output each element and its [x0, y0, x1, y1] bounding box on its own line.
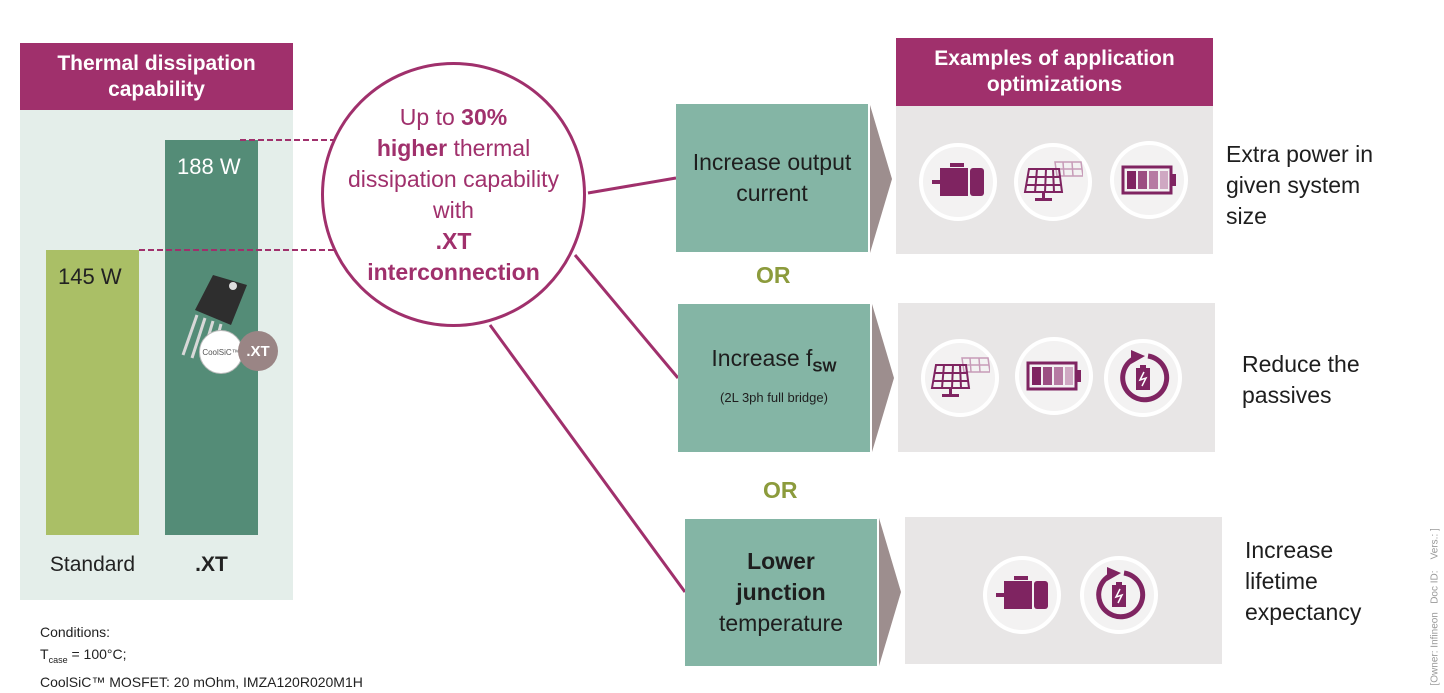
- circle-text-mid: thermal dissipation capability with: [348, 134, 559, 223]
- result-increase-lifetime: Increase lifetime expectancy: [1245, 537, 1362, 625]
- arrow-icon: [879, 518, 901, 666]
- or-label: OR: [756, 262, 791, 288]
- motor-icon: [983, 556, 1061, 634]
- option-label: temperature: [718, 610, 843, 636]
- option-increase-output-current: Increase output current: [676, 104, 868, 252]
- option-increase-fsw: Increase fSW (2L 3ph full bridge): [678, 304, 870, 452]
- examples-title: Examples of application optimizations: [896, 38, 1213, 106]
- solar-panel-icon: [921, 339, 999, 417]
- solar-panel-icon: [1014, 143, 1092, 221]
- option-label-bold: Lower junction: [736, 548, 826, 605]
- circle-xt: .XT: [435, 227, 472, 254]
- conditions: Conditions: Tcase = 100°C; CoolSiC™ MOSF…: [40, 621, 363, 693]
- option-note: (2L 3ph full bridge): [720, 390, 828, 406]
- conditions-tcase: Tcase = 100°C;: [40, 646, 127, 665]
- option-label: Increase output current: [692, 149, 852, 206]
- arrow-icon: [872, 304, 894, 452]
- coolsic-badge: CoolSiC™: [199, 330, 243, 374]
- mosfet-package-image: [181, 275, 247, 359]
- circle-interconnection: interconnection: [367, 258, 540, 285]
- battery-icon: [1110, 141, 1188, 219]
- xt-badge: .XT: [238, 331, 278, 371]
- battery-icon: [1015, 337, 1093, 415]
- thermal-panel-title: Thermal dissipation capability: [20, 43, 293, 110]
- or-label: OR: [763, 477, 798, 503]
- standard-value: 145 W: [58, 264, 122, 289]
- xt-label: .XT: [195, 553, 228, 576]
- arrow-icon: [870, 105, 892, 253]
- highlight-circle: Up to 30% higher thermal dissipation capa…: [321, 62, 586, 327]
- footer-doc-info: [Owner: Infineon Doc ID: Vers.: ]: [1429, 528, 1441, 686]
- standard-bar: 145 W: [46, 250, 139, 535]
- standard-label: Standard: [49, 553, 136, 576]
- battery-lifecycle-icon: [1080, 556, 1158, 634]
- conditions-title: Conditions:: [40, 624, 111, 640]
- circle-percent: 30%: [461, 103, 508, 130]
- examples-panel-3: [905, 517, 1222, 664]
- circle-higher: higher: [376, 134, 448, 161]
- result-reduce-passives: Reduce the passives: [1242, 351, 1360, 408]
- xt-value: 188 W: [177, 154, 241, 179]
- option-lower-junction-temp: Lower junction temperature: [685, 519, 877, 666]
- circle-text: Up to: [399, 103, 462, 130]
- conditions-device: CoolSiC™ MOSFET: 20 mOhm, IMZA120R020M1H: [40, 673, 363, 690]
- result-extra-power: Extra power in given system size: [1226, 141, 1374, 229]
- battery-lifecycle-icon: [1104, 339, 1182, 417]
- option-label: Increase fSW: [711, 344, 837, 376]
- motor-icon: [919, 143, 997, 221]
